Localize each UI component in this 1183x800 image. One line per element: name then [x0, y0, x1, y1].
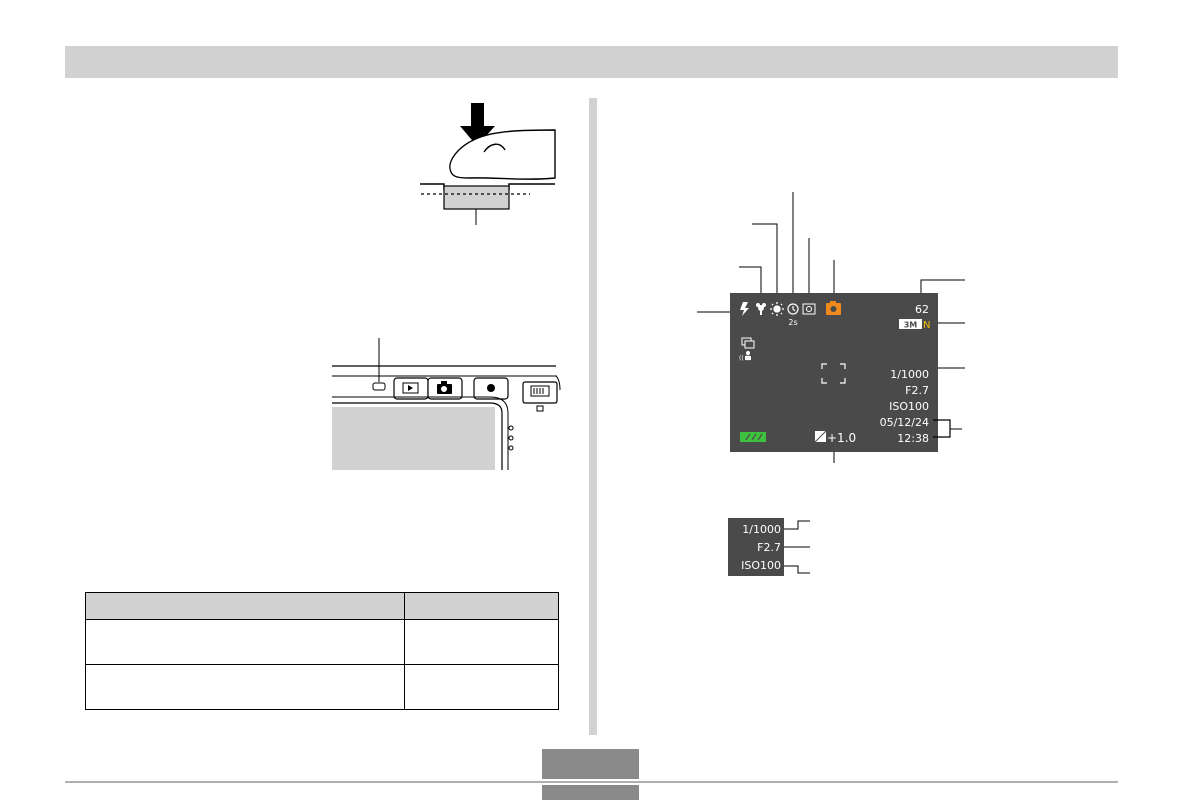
white-balance-icon	[770, 302, 784, 316]
record-mode-icon	[826, 301, 841, 315]
movie-button	[473, 377, 509, 400]
callout-lines	[697, 192, 965, 463]
down-arrow-icon	[460, 103, 495, 146]
continuous-shutter-icon	[741, 337, 755, 349]
page-number-tab-lower	[542, 785, 639, 800]
aperture-readout: F2.7	[905, 384, 929, 397]
header-bar	[65, 46, 1118, 78]
finger-icon	[449, 129, 556, 180]
detail-callout-lines	[784, 520, 810, 574]
table-row	[85, 619, 559, 665]
quality-label: N	[923, 320, 930, 331]
table-row	[85, 664, 559, 710]
info-table	[85, 592, 559, 710]
footer-rule	[65, 781, 1118, 783]
detail-aperture: F2.7	[757, 541, 781, 554]
date-readout: 05/12/24	[880, 416, 929, 429]
battery-icon	[740, 432, 766, 442]
flash-icon	[740, 302, 749, 316]
operation-lamp	[372, 382, 386, 391]
table-header-row	[85, 592, 559, 620]
readout-detail-box	[728, 518, 784, 576]
shots-remaining: 62	[915, 303, 929, 316]
page-number-tab	[542, 749, 639, 779]
play-icon	[408, 385, 413, 391]
self-timer-seconds: 2s	[788, 318, 797, 327]
macro-icon	[756, 303, 766, 315]
svg-text:3M: 3M	[904, 321, 918, 330]
record-mode-button	[427, 377, 463, 400]
focus-frame	[821, 363, 846, 384]
record-dot-icon	[487, 384, 495, 392]
shutter-speed-readout: 1/1000	[890, 368, 929, 381]
iso-readout: ISO100	[889, 400, 929, 413]
zoom-control	[522, 381, 558, 412]
exposure-comp-icon	[814, 430, 827, 443]
image-size-icon: 3M	[899, 319, 922, 330]
svg-text:(( )): (( ))	[739, 355, 750, 362]
lcd-screen-shape	[332, 407, 495, 470]
detail-iso: ISO100	[741, 559, 781, 572]
detail-shutter-speed: 1/1000	[742, 523, 781, 536]
anti-shake-icon: (( ))	[739, 351, 751, 362]
exposure-comp-readout: +1.0	[827, 431, 856, 445]
column-divider	[589, 98, 597, 735]
camera-icon	[437, 381, 452, 394]
metering-icon	[802, 303, 816, 315]
self-timer-icon	[787, 303, 799, 315]
time-readout: 12:38	[897, 432, 929, 445]
